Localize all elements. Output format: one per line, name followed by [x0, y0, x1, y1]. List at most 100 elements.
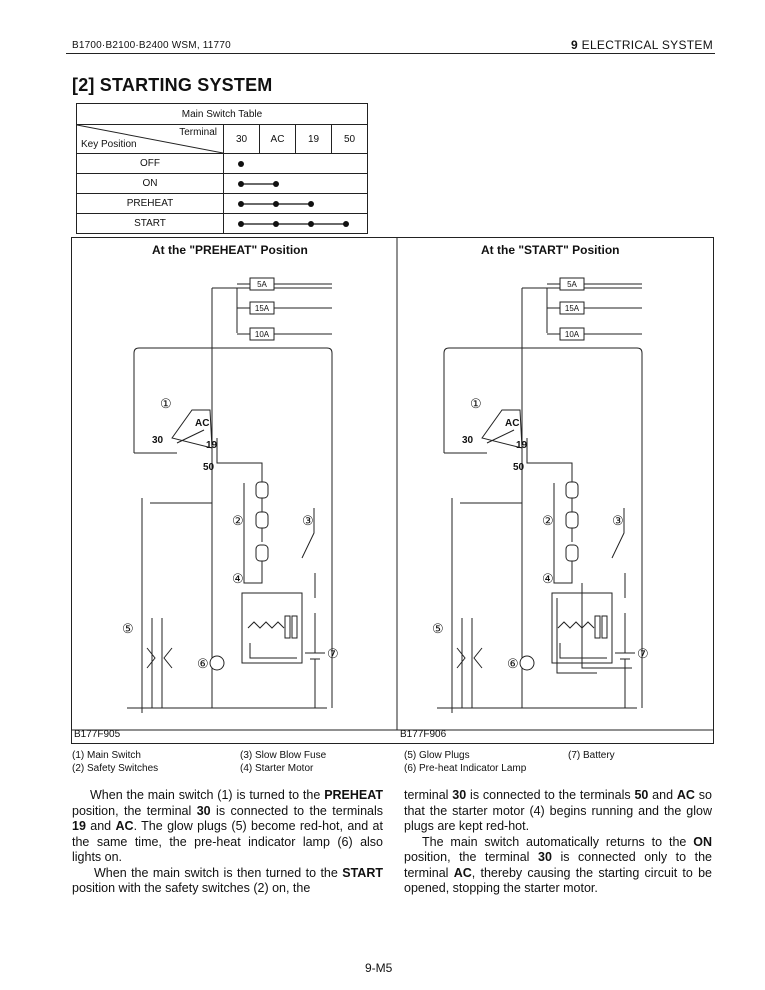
legend-col-4: (7) Battery [568, 749, 615, 762]
start-feed [581, 583, 632, 669]
glow-plug [565, 511, 579, 529]
table-row: ON [76, 173, 368, 194]
table-corner-cell: Terminal Key Position [76, 124, 224, 154]
legend-item: (7) Battery [568, 750, 615, 761]
bold-term: START [342, 865, 383, 880]
fuse-label: 10A [565, 330, 580, 339]
bold-term: 30 [196, 803, 211, 818]
connection-dot [238, 201, 244, 207]
fuse-label: 5A [567, 280, 577, 289]
row-label: PREHEAT [76, 193, 224, 214]
legend-col-1: (1) Main Switch (2) Safety Switches [72, 749, 158, 775]
glow-plug [255, 544, 269, 562]
table-row: PREHEAT [76, 193, 368, 214]
fuse-label: 15A [565, 304, 580, 313]
main-switch-contact [486, 429, 515, 444]
fuse-label: 15A [255, 304, 270, 313]
start-panel-title: At the "START" Position [481, 243, 620, 257]
paragraph-return: The main switch automatically returns to… [404, 835, 712, 897]
body-column-right: terminal 30 is connected to the terminal… [404, 788, 712, 897]
wire-glow-return [553, 483, 573, 584]
text-run: , thereby causing the starting circuit t… [404, 865, 712, 896]
bold-term: AC [115, 819, 134, 833]
figure-code-left: B177F905 [74, 729, 121, 740]
wire-glow-return [243, 483, 263, 584]
terminal-50-label: 50 [203, 462, 215, 473]
fuse-label: 5A [257, 280, 267, 289]
row-connections [223, 193, 368, 214]
bold-term: ON [693, 834, 712, 849]
body-column-left: When the main switch (1) is turned to th… [72, 788, 383, 897]
connection-dot [238, 181, 244, 187]
row-label: ON [76, 173, 224, 194]
callout-3: ③ [612, 513, 624, 528]
safety-switch [473, 647, 483, 669]
text-run: When the main switch (1) is turned to th… [90, 788, 325, 802]
connection-dots [238, 201, 314, 207]
connection-dot [308, 201, 314, 207]
page-number: 9-M5 [365, 961, 393, 975]
legend-col-2: (3) Slow Blow Fuse (4) Starter Motor [240, 749, 326, 775]
terminal-ac-label: AC [195, 418, 209, 429]
safety-switch [456, 647, 466, 669]
callout-6: ⑥ [507, 656, 519, 671]
callout-2: ② [542, 513, 554, 528]
legend-item: (6) Pre-heat Indicator Lamp [404, 763, 527, 774]
row-label: START [76, 213, 224, 234]
terminal-19-label: 19 [206, 440, 218, 451]
bold-term: 19 [72, 819, 86, 833]
bold-term: 30 [452, 788, 467, 802]
bold-term: AC [676, 788, 695, 802]
header-section-title: ELECTRICAL SYSTEM [581, 38, 713, 52]
col-30: 30 [223, 124, 260, 154]
corner-diagonal [77, 125, 223, 153]
main-switch-table: Main Switch Table Terminal Key Position … [76, 103, 368, 234]
wire-loop-outer [133, 347, 333, 708]
connection-dots [238, 181, 279, 187]
legend-item: (3) Slow Blow Fuse [240, 750, 327, 761]
starter-lead [559, 643, 607, 659]
legend-col-3: (5) Glow Plugs (6) Pre-heat Indicator La… [404, 749, 526, 775]
legend-item: (2) Safety Switches [72, 763, 159, 774]
text-run: is connected to the terminals [466, 788, 635, 802]
connection-dot [273, 181, 279, 187]
starter-brush [601, 615, 608, 639]
key-position-label: Key Position [81, 139, 137, 150]
callout-7: ⑦ [327, 646, 339, 661]
callout-1: ① [160, 396, 172, 411]
connection-dot [238, 161, 244, 167]
terminal-30-label: 30 [462, 435, 474, 446]
terminal-50-label: 50 [513, 462, 525, 473]
callout-4: ④ [232, 571, 244, 586]
main-switch-contact [176, 429, 205, 444]
safety-switch [146, 647, 156, 669]
wire-fuse-link [301, 508, 315, 559]
legend-item: (4) Starter Motor [240, 763, 314, 774]
legend-item: (1) Main Switch [72, 750, 141, 761]
starter-brush [291, 615, 298, 639]
text-run: The main switch automatically returns to… [422, 834, 694, 849]
bold-term: 30 [538, 850, 552, 864]
row-label: OFF [76, 153, 224, 174]
callout-4: ④ [542, 571, 554, 586]
bold-term: 50 [634, 788, 649, 802]
table-row: START [76, 213, 368, 234]
connection-dot [308, 221, 314, 227]
callout-5: ⑤ [432, 621, 444, 636]
glow-plug [565, 544, 579, 562]
row-connections [223, 173, 368, 194]
row-connections [223, 153, 368, 174]
main-switch-body [171, 409, 213, 449]
text-run: . The glow plugs (5) become red-hot, and… [72, 819, 383, 864]
text-run: is connected to the terminals [210, 803, 383, 818]
starter-brush [284, 615, 291, 639]
text-run: When the main switch is then turned to t… [94, 865, 343, 880]
glow-plug [255, 511, 269, 529]
page-title: [2] STARTING SYSTEM [72, 75, 273, 95]
row-connections [223, 213, 368, 234]
starter-field-coil [557, 621, 595, 629]
